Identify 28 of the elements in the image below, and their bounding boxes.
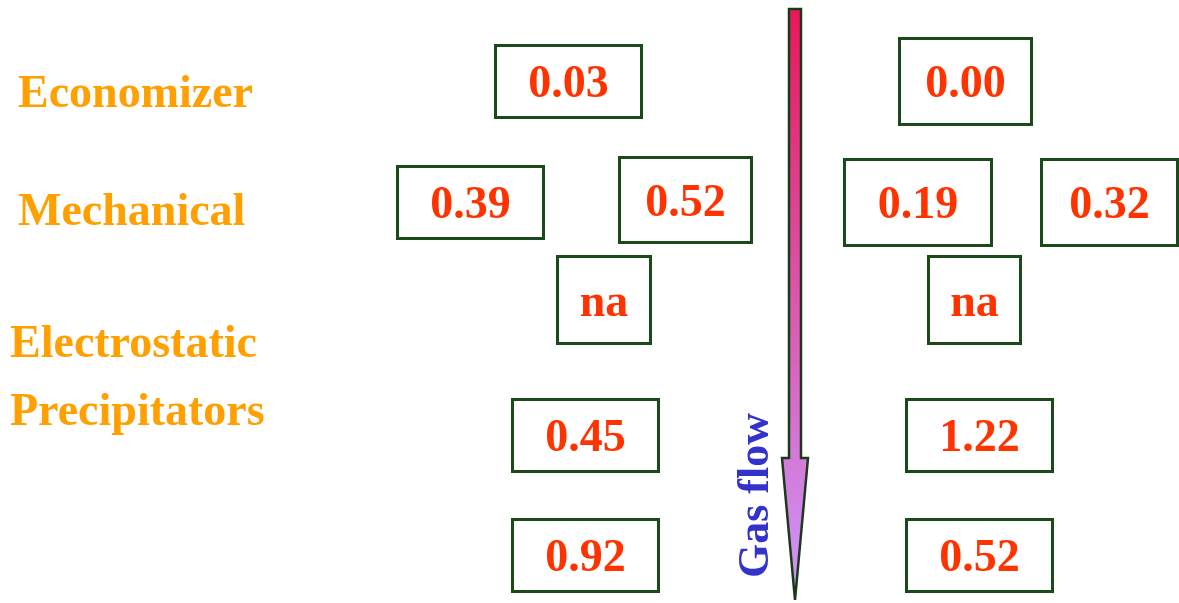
value-text: 0.00 xyxy=(925,55,1006,108)
value-text: na xyxy=(950,273,999,327)
value-text: 0.45 xyxy=(545,409,626,462)
value-box xyxy=(396,165,545,240)
value-box xyxy=(494,44,643,119)
value-text: 0.32 xyxy=(1069,176,1150,229)
value-box xyxy=(1040,158,1179,247)
section-label: Mechanical xyxy=(18,183,247,237)
value-text: 0.52 xyxy=(645,173,726,227)
section-label: Economizer xyxy=(18,65,255,119)
value-text: 0.92 xyxy=(545,529,626,582)
value-text: 0.52 xyxy=(939,529,1020,582)
section-label: Electrostatic Precipitators xyxy=(10,315,266,437)
value-box xyxy=(843,158,993,247)
value-box xyxy=(618,156,753,244)
value-box xyxy=(905,398,1054,473)
value-box xyxy=(511,398,660,473)
value-text: 0.03 xyxy=(528,55,609,108)
value-box xyxy=(556,255,652,345)
value-text: na xyxy=(579,273,629,327)
flow-label: Gas flow xyxy=(729,412,779,578)
value-box xyxy=(511,518,660,593)
value-text: 0.39 xyxy=(430,176,511,229)
value-box xyxy=(898,37,1033,126)
value-box xyxy=(927,255,1022,345)
value-text: 0.19 xyxy=(877,176,959,229)
value-text: 1.22 xyxy=(939,409,1020,462)
value-box xyxy=(905,518,1054,593)
